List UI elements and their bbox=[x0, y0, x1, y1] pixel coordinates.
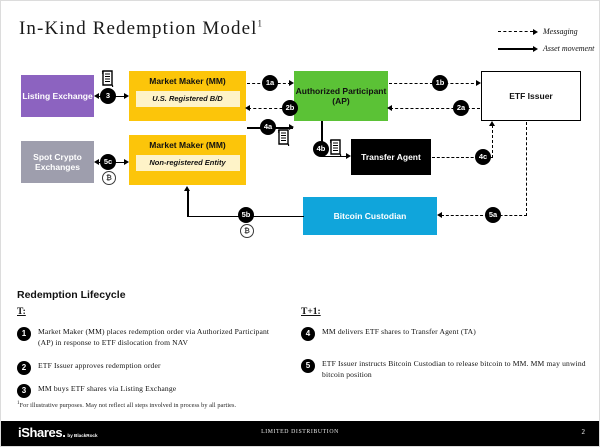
node-market-maker-nonreg: Market Maker (MM) Non-registered Entity bbox=[129, 135, 246, 185]
lifecycle-step-2-text: ETF Issuer approves redemption order bbox=[38, 361, 161, 370]
document-icon-3 bbox=[101, 70, 115, 92]
connector-2a bbox=[390, 108, 480, 109]
lifecycle-step-5-number: 5 bbox=[301, 359, 315, 373]
legend-item-messaging: Messaging bbox=[498, 25, 594, 38]
node-authorized-participant: Authorized Participant (AP) bbox=[294, 71, 388, 121]
brand-sublabel: by BlackRock bbox=[67, 433, 98, 438]
lifecycle-step-5: 5 ETF Issuer instructs Bitcoin Custodian… bbox=[301, 359, 586, 381]
step-marker-3: 3 bbox=[100, 88, 116, 104]
footnote-marker: 1 bbox=[17, 401, 20, 406]
node-listing-exchange-label: Listing Exchange bbox=[22, 90, 93, 101]
step-marker-5b: 5b bbox=[238, 207, 254, 223]
legend-item-asset-movement: Asset movement bbox=[498, 42, 594, 55]
title-footnote-marker: 1 bbox=[257, 18, 263, 29]
step-marker-5a: 5a bbox=[485, 207, 501, 223]
lifecycle-step-3-text: MM buys ETF shares via Listing Exchange bbox=[38, 384, 177, 393]
connector-4b-horizontal bbox=[321, 155, 348, 158]
lifecycle-step-3: 3 MM buys ETF shares via Listing Exchang… bbox=[17, 384, 277, 398]
brand-dot: . bbox=[62, 425, 66, 440]
step-marker-4b: 4b bbox=[313, 141, 329, 157]
lifecycle-step-1: 1 Market Maker (MM) places redemption or… bbox=[17, 327, 277, 349]
node-market-maker-nonreg-sublabel: Non-registered Entity bbox=[135, 155, 240, 171]
brand-logo: iShares.by BlackRock bbox=[18, 425, 98, 440]
arrow-spot-left bbox=[94, 158, 99, 165]
legend-label-asset-movement: Asset movement bbox=[543, 44, 595, 53]
step-marker-2b: 2b bbox=[282, 100, 298, 116]
arrow-1b bbox=[476, 79, 481, 86]
lifecycle-column-heading-t: T: bbox=[17, 307, 26, 317]
lifecycle-step-4: 4 MM delivers ETF shares to Transfer Age… bbox=[301, 327, 581, 341]
arrow-2a bbox=[387, 104, 392, 111]
connector-4c-vertical bbox=[492, 125, 493, 158]
bitcoin-icon-5c: ₿ bbox=[102, 171, 116, 185]
step-marker-1b: 1b bbox=[432, 75, 448, 91]
footer-distribution-notice: LIMITED DISTRIBUTION bbox=[261, 429, 339, 435]
arrow-4a bbox=[289, 124, 294, 130]
connector-4c-horizontal bbox=[432, 157, 493, 158]
lifecycle-step-3-number: 3 bbox=[17, 384, 31, 398]
arrow-mm-right bbox=[124, 92, 129, 99]
bitcoin-icon-5b: ₿ bbox=[240, 224, 254, 238]
solid-arrow-icon bbox=[498, 46, 538, 52]
lifecycle-heading: Redemption Lifecycle bbox=[17, 289, 126, 301]
connector-4b-vertical bbox=[321, 121, 323, 157]
document-icon-4b bbox=[329, 139, 343, 161]
arrow-2b bbox=[245, 104, 250, 111]
lifecycle-step-2-number: 2 bbox=[17, 361, 31, 375]
lifecycle-step-1-text: Market Maker (MM) places redemption orde… bbox=[38, 327, 270, 347]
lifecycle-step-2: 2 ETF Issuer approves redemption order bbox=[17, 361, 277, 375]
node-market-maker-bd-sublabel: U.S. Registered B/D bbox=[135, 91, 240, 107]
node-listing-exchange: Listing Exchange bbox=[21, 75, 94, 117]
arrow-listing-left bbox=[94, 92, 99, 99]
node-etf-issuer: ETF Issuer bbox=[481, 71, 581, 121]
step-marker-2a: 2a bbox=[453, 100, 469, 116]
arrow-1a bbox=[289, 79, 294, 86]
node-spot-crypto-exchanges-label: Spot Crypto Exchanges bbox=[33, 151, 82, 172]
page-title-text: In-Kind Redemption Model bbox=[19, 18, 258, 39]
node-bitcoin-custodian: Bitcoin Custodian bbox=[303, 197, 437, 235]
arrow-mm2-right bbox=[124, 158, 129, 165]
dashed-arrow-icon bbox=[498, 28, 538, 35]
legend-label-messaging: Messaging bbox=[543, 27, 578, 36]
document-icon-4a bbox=[277, 129, 291, 151]
lifecycle-step-5-text: ETF Issuer instructs Bitcoin Custodian t… bbox=[322, 359, 586, 379]
arrow-5a bbox=[437, 212, 442, 218]
node-market-maker-nonreg-label: Market Maker (MM) bbox=[149, 140, 226, 150]
node-transfer-agent-label: Transfer Agent bbox=[361, 151, 421, 162]
footnote: 1For illustrative purposes. May not refl… bbox=[17, 401, 236, 409]
arrow-4b bbox=[346, 152, 351, 159]
node-authorized-participant-label: Authorized Participant (AP) bbox=[295, 85, 387, 106]
connector-2b bbox=[248, 108, 293, 109]
connector-5a-horizontal bbox=[441, 215, 527, 216]
page-title: In-Kind Redemption Model1 bbox=[19, 18, 262, 40]
footer-bar: iShares.by BlackRock LIMITED DISTRIBUTIO… bbox=[1, 421, 599, 446]
lifecycle-step-4-number: 4 bbox=[301, 327, 315, 341]
lifecycle-column-heading-t1: T+1: bbox=[301, 307, 321, 317]
step-marker-4a: 4a bbox=[260, 119, 276, 135]
brand-name: iShares bbox=[18, 425, 63, 440]
arrow-4c bbox=[488, 121, 495, 126]
step-marker-5c: 5c bbox=[100, 154, 116, 170]
step-marker-4c: 4c bbox=[475, 149, 491, 165]
lifecycle-step-4-text: MM delivers ETF shares to Transfer Agent… bbox=[322, 327, 476, 336]
page-number: 2 bbox=[581, 428, 586, 436]
node-transfer-agent: Transfer Agent bbox=[351, 139, 431, 175]
lifecycle-step-1-number: 1 bbox=[17, 327, 31, 341]
node-market-maker-bd: Market Maker (MM) U.S. Registered B/D bbox=[129, 71, 246, 121]
node-spot-crypto-exchanges: Spot Crypto Exchanges bbox=[21, 141, 94, 183]
legend: Messaging Asset movement bbox=[498, 25, 594, 59]
node-etf-issuer-label: ETF Issuer bbox=[509, 90, 553, 101]
connector-5a-vertical bbox=[526, 122, 527, 216]
arrow-5b bbox=[184, 186, 191, 191]
node-market-maker-bd-label: Market Maker (MM) bbox=[149, 76, 226, 86]
connector-5b-vertical bbox=[187, 191, 189, 216]
node-bitcoin-custodian-label: Bitcoin Custodian bbox=[333, 210, 407, 221]
step-marker-1a: 1a bbox=[262, 75, 278, 91]
footnote-text: For illustrative purposes. May not refle… bbox=[19, 402, 237, 410]
